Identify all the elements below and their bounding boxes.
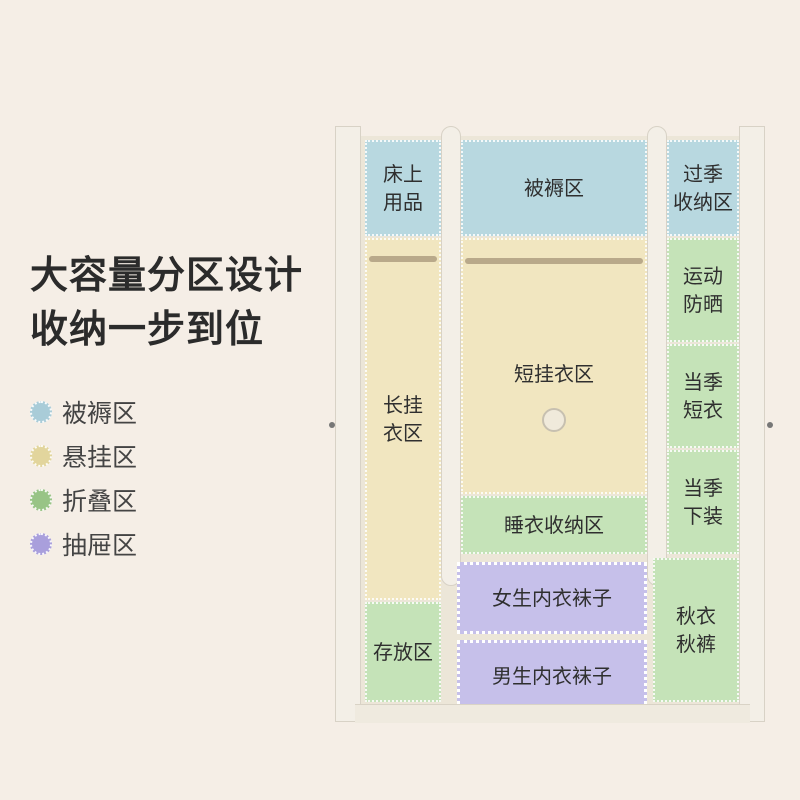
zone-label: 短挂衣区 (514, 362, 594, 386)
zone-bed-items: 床上 用品 (365, 140, 441, 236)
zone-label: 被褥区 (524, 176, 584, 200)
center-right-door (647, 126, 667, 586)
right-door (739, 126, 765, 722)
drawer-color-dot (30, 533, 52, 555)
drawer-men: 男生内衣袜子 (457, 640, 647, 712)
left-door-handle (329, 422, 335, 428)
zone-season-bottoms: 当季 下装 (667, 450, 739, 554)
title-line-2: 收纳一步到位 (30, 307, 265, 351)
zone-pajamas: 睡衣收纳区 (461, 496, 647, 554)
zone-storage: 存放区 (365, 602, 441, 702)
legend-item-folding: 折叠区 (30, 478, 137, 522)
middle-hanging-rod (465, 258, 643, 264)
zone-label: 过季 收纳区 (673, 162, 733, 214)
zone-label: 运动 防晒 (683, 264, 723, 316)
wardrobe-illustration: 床上 用品 被褥区 过季 收纳区 长挂 衣区 存放区 短挂衣区 睡衣收纳区 女生… (329, 126, 773, 723)
folding-color-dot (30, 489, 52, 511)
hanging-color-dot (30, 445, 52, 467)
zone-label: 存放区 (373, 640, 433, 664)
left-door (335, 126, 361, 722)
zone-label: 床上 用品 (383, 162, 423, 214)
legend-item-drawer: 抽屉区 (30, 522, 137, 566)
legend-item-bedding: 被褥区 (30, 390, 137, 434)
zone-label: 长挂 衣区 (383, 393, 423, 445)
zone-thermals: 秋衣 秋裤 (653, 558, 739, 702)
zone-season-tops: 当季 短衣 (667, 344, 739, 448)
page-title: 大容量分区设计 收纳一步到位 (30, 248, 303, 356)
zone-label: 秋衣 秋裤 (676, 604, 716, 656)
title-line-1: 大容量分区设计 (30, 253, 304, 297)
center-left-door (441, 126, 461, 586)
zone-label: 当季 短衣 (683, 370, 723, 422)
zone-label: 男生内衣袜子 (492, 664, 612, 688)
wardrobe-base (355, 704, 750, 723)
legend-label: 被褥区 (62, 399, 138, 428)
zone-bedding: 被褥区 (461, 140, 647, 236)
drawer-women: 女生内衣袜子 (457, 562, 647, 634)
legend-label: 悬挂区 (62, 443, 138, 472)
right-door-handle (767, 422, 773, 428)
zone-short-hang: 短挂衣区 (461, 238, 647, 494)
zone-long-hang: 长挂 衣区 (365, 238, 441, 600)
legend-item-hanging: 悬挂区 (30, 434, 137, 478)
zone-label: 睡衣收纳区 (504, 513, 604, 537)
left-hanging-rod (369, 256, 437, 262)
zone-sport-sun: 运动 防晒 (667, 238, 739, 342)
bedding-color-dot (30, 401, 52, 423)
legend: 被褥区 悬挂区 折叠区 抽屉区 (30, 390, 137, 566)
legend-label: 折叠区 (62, 487, 138, 516)
legend-label: 抽屉区 (62, 531, 138, 560)
zone-off-season: 过季 收纳区 (667, 140, 739, 236)
zone-label: 当季 下装 (683, 476, 723, 528)
zone-label: 女生内衣袜子 (492, 586, 612, 610)
cabinet-light-knob (542, 408, 566, 432)
